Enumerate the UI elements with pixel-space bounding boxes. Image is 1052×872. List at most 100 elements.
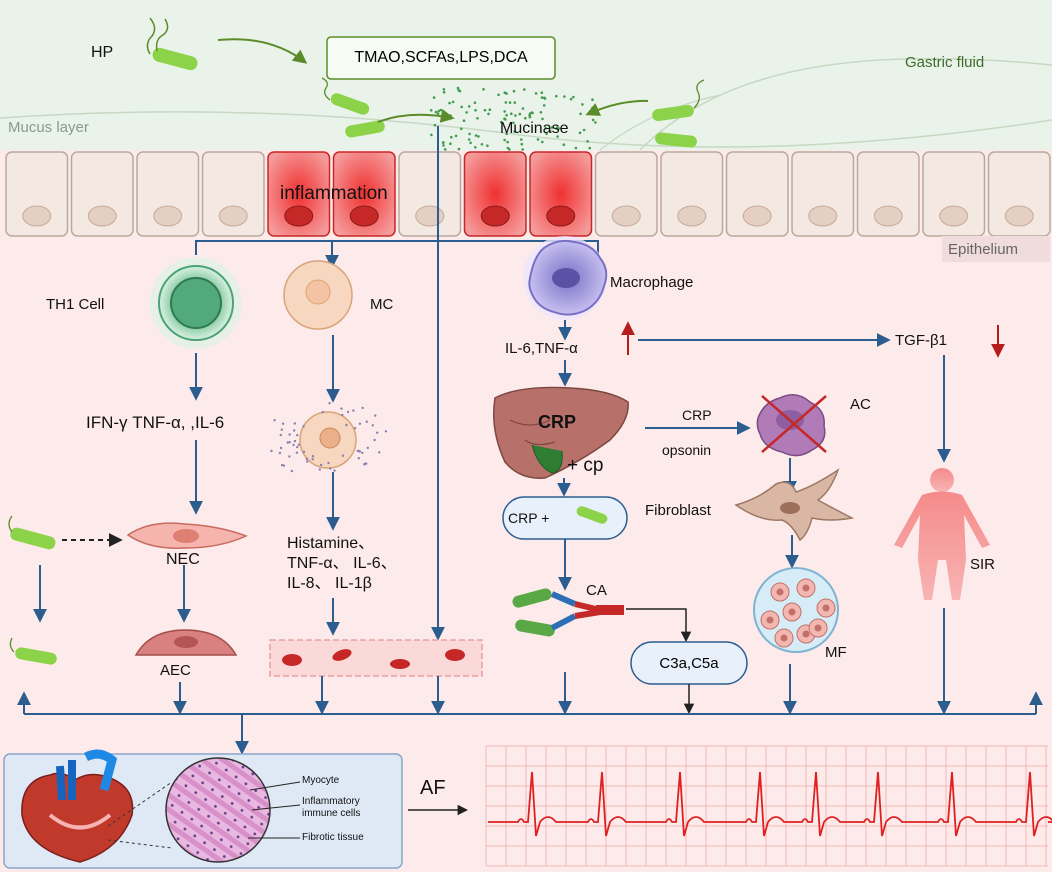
mucinase-dot — [483, 108, 487, 112]
granule — [341, 413, 344, 417]
inflammation-label: inflammation — [280, 183, 388, 204]
mucinase-dot — [436, 112, 440, 115]
plus-cp-label: + cp — [567, 455, 604, 476]
mucinase-dot — [504, 101, 508, 104]
mucinase-dot — [449, 142, 452, 145]
epithelial-cell — [463, 151, 527, 237]
granule — [270, 449, 273, 453]
nec-label: NEC — [166, 551, 200, 568]
granule — [376, 431, 379, 434]
mucinase-dot — [467, 138, 471, 141]
granule — [329, 467, 332, 470]
granule — [373, 438, 376, 442]
myofibroblast-nucleus — [776, 588, 784, 596]
granule — [358, 422, 362, 425]
granules — [270, 402, 388, 473]
cell-nucleus — [742, 205, 772, 227]
mucinase-dot — [518, 112, 522, 116]
right-bacteria-icon — [652, 79, 705, 148]
mucinase-dot — [563, 95, 566, 98]
crp-plus-label: CRP + — [508, 510, 550, 526]
granule — [288, 441, 291, 444]
myofibroblast-nucleus — [766, 616, 774, 624]
mucinase-dot — [469, 141, 472, 145]
mucinase-dot — [534, 92, 538, 95]
granule — [319, 463, 323, 467]
mucinase-dot — [512, 89, 516, 93]
mucinase-dot — [441, 141, 445, 144]
mucinase-dot — [510, 112, 513, 115]
granule — [365, 420, 368, 423]
granule — [293, 422, 296, 425]
mucinase-dot — [457, 89, 461, 92]
granule — [292, 443, 295, 447]
th1-cell-label: TH1 Cell — [46, 296, 105, 313]
antibody-complex-icon — [512, 588, 624, 637]
mucinase-dot — [456, 86, 460, 90]
mucinase-dot — [442, 144, 445, 147]
mucinase-dot — [450, 135, 453, 139]
mucinase-dot — [505, 132, 509, 136]
mucinase-dot — [434, 110, 438, 114]
myocyte-label: Myocyte — [302, 775, 340, 786]
fibrotic-tissue-label: Fibrotic tissue — [302, 832, 364, 843]
mucinase-dot — [432, 96, 436, 99]
mucinase-dot — [544, 126, 548, 130]
mucinase-dot — [579, 112, 582, 116]
mucinase-dot — [451, 100, 455, 104]
granule — [356, 449, 359, 453]
mucinase-dot — [457, 147, 461, 151]
epithelial-cell — [660, 151, 724, 237]
ca-label: CA — [586, 582, 607, 599]
mucinase-dot — [476, 117, 479, 120]
granule — [302, 450, 306, 454]
granule — [318, 468, 321, 471]
mucinase-dot — [520, 142, 524, 146]
epithelial-cell — [594, 151, 658, 237]
mucinase-dot — [448, 101, 451, 105]
granule — [384, 430, 388, 433]
granule — [290, 469, 294, 473]
mucinase-dot — [477, 135, 480, 138]
cell-nucleus — [480, 205, 510, 227]
mucinase-dot — [500, 120, 503, 124]
mucinase-dot — [536, 138, 540, 141]
epithelial-cell — [5, 151, 69, 237]
crp-liver-label: CRP — [538, 412, 577, 432]
human-body-icon — [894, 468, 990, 600]
mucinase-dot — [548, 130, 552, 133]
mucinase-dot — [429, 109, 433, 112]
mucus-layer-label: Mucus layer — [8, 119, 89, 136]
epithelial-cell — [201, 151, 265, 237]
histamine-line-3: IL-8、 IL-1β — [287, 575, 372, 592]
granule — [306, 460, 309, 463]
granule — [328, 402, 331, 405]
myofibroblast-nucleus — [814, 624, 822, 632]
gastric-fluid-label: Gastric fluid — [905, 54, 985, 71]
bacteria-left-icon — [8, 515, 57, 665]
granule — [293, 439, 297, 443]
mucinase-dot — [442, 90, 446, 94]
granule — [280, 463, 284, 467]
cell-nucleus — [87, 205, 117, 227]
mucinase-dot — [462, 119, 466, 122]
mucinase-dot — [467, 105, 471, 108]
opsonin-label: opsonin — [662, 442, 712, 458]
mucinase-dot — [540, 91, 544, 94]
granule — [296, 434, 299, 437]
epithelial-cell — [791, 151, 855, 237]
cell-nucleus — [611, 205, 641, 227]
mucinase-dot — [578, 131, 582, 135]
epithelial-cell — [856, 151, 920, 237]
mucinase-dot — [503, 138, 506, 142]
mucinase-dot — [572, 95, 575, 99]
mucinase-dot — [449, 114, 452, 117]
granule — [357, 457, 360, 460]
mucinase-label: Mucinase — [500, 120, 569, 137]
af-label: AF — [420, 777, 446, 799]
hp-label: HP — [91, 44, 114, 61]
histamine-line-1: Histamine、 — [287, 535, 375, 552]
granule — [361, 451, 364, 454]
mucinase-dot — [514, 114, 517, 117]
mucinase-dot — [512, 121, 515, 125]
